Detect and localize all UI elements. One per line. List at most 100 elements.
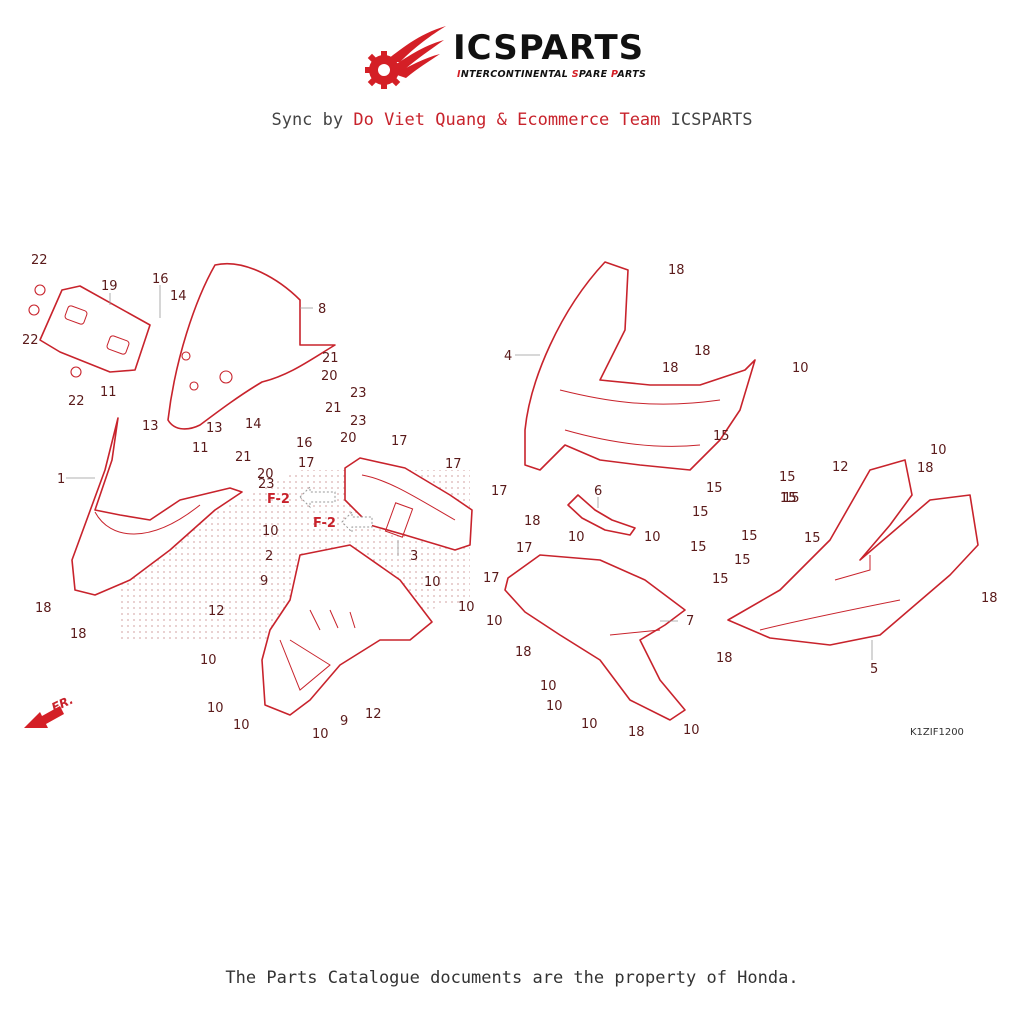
part-1-left-cowl[interactable] — [71, 417, 243, 596]
tagline-segment: ARTS — [617, 69, 647, 80]
callout-15: 15 — [692, 505, 709, 520]
part-5-right-cowl[interactable] — [727, 459, 979, 646]
callout-17: 17 — [298, 456, 315, 471]
callout-12: 12 — [365, 707, 382, 722]
callout-6: 6 — [594, 484, 602, 499]
callout-18: 18 — [917, 461, 934, 476]
callout-22: 22 — [68, 394, 85, 409]
callout-12: 12 — [832, 460, 849, 475]
callout-17: 17 — [445, 457, 462, 472]
callout-21: 21 — [322, 351, 339, 366]
sync-credit: Sync by Do Viet Quang & Ecommerce Team I… — [0, 110, 1024, 130]
callout-9: 9 — [340, 714, 348, 729]
callout-4: 4 — [504, 349, 512, 364]
callout-10: 10 — [930, 443, 947, 458]
callout-14: 14 — [245, 417, 262, 432]
callout-23: 23 — [258, 477, 275, 492]
callout-23: 23 — [350, 386, 367, 401]
callout-18: 18 — [716, 651, 733, 666]
tagline-segment: S — [571, 69, 579, 80]
tagline-segment: I — [457, 69, 461, 80]
callout-20: 20 — [321, 369, 338, 384]
callout-18: 18 — [524, 514, 541, 529]
part-2-lower-cowl[interactable] — [261, 544, 433, 716]
callout-18: 18 — [694, 344, 711, 359]
callout-10: 10 — [312, 727, 329, 742]
callout-15: 15 — [713, 429, 730, 444]
callout-10: 10 — [207, 701, 224, 716]
callout-15: 15 — [712, 572, 729, 587]
callout-15: 15 — [706, 481, 723, 496]
callout-19: 19 — [101, 279, 118, 294]
callout-17: 17 — [516, 541, 533, 556]
callout-13: 13 — [206, 421, 223, 436]
callout-10: 10 — [683, 723, 700, 738]
callout-8: 8 — [318, 302, 326, 317]
part-7-center-cowl[interactable] — [504, 554, 686, 721]
callout-15: 15 — [741, 529, 758, 544]
callout-10: 10 — [540, 679, 557, 694]
footer-notice: The Parts Catalogue documents are the pr… — [225, 968, 799, 988]
callout-7: 7 — [686, 614, 694, 629]
callout-2: 2 — [265, 549, 273, 564]
callout-18: 18 — [70, 627, 87, 642]
callout-18: 18 — [628, 725, 645, 740]
callout-10: 10 — [792, 361, 809, 376]
callout-10: 10 — [581, 717, 598, 732]
callout-10: 10 — [568, 530, 585, 545]
sync-suffix: ICSPARTS — [660, 110, 753, 130]
callout-14: 14 — [170, 289, 187, 304]
callout-22: 22 — [22, 333, 39, 348]
callout-9: 9 — [260, 574, 268, 589]
callout-13: 13 — [142, 419, 159, 434]
callout-10: 10 — [458, 600, 475, 615]
leader-lines — [66, 285, 873, 660]
sync-author: Do Viet Quang & Ecommerce Team — [353, 110, 661, 130]
sync-prefix: Sync by — [271, 110, 354, 130]
diagram-code: K1ZIF1200 — [910, 727, 964, 738]
part-19-bracket[interactable] — [28, 284, 151, 378]
f2-ref-2: F-2 — [313, 516, 336, 531]
callout-15: 15 — [779, 470, 796, 485]
callout-21: 21 — [235, 450, 252, 465]
callout-10: 10 — [644, 530, 661, 545]
callout-18: 18 — [662, 361, 679, 376]
callout-15: 15 — [780, 491, 797, 506]
callout-10: 10 — [424, 575, 441, 590]
callout-23: 23 — [350, 414, 367, 429]
callout-10: 10 — [233, 718, 250, 733]
callout-17: 17 — [391, 434, 408, 449]
callout-18: 18 — [981, 591, 998, 606]
callout-17: 17 — [483, 571, 500, 586]
front-direction-arrow: FR. — [24, 693, 75, 728]
part-8-windscreen[interactable] — [167, 262, 336, 430]
callout-16: 16 — [296, 436, 313, 451]
icsparts-logo-icon — [365, 26, 446, 89]
callout-11: 11 — [192, 441, 209, 456]
header: ICSPARTS INTERCONTINENTAL SPARE PARTS Sy… — [0, 0, 1024, 140]
callout-22: 22 — [31, 253, 48, 268]
part-4-front-cowl[interactable] — [524, 261, 756, 471]
f2-ref-1: F-2 — [267, 492, 290, 507]
callout-15: 15 — [783, 491, 800, 506]
f2-reference-arrows: F-2 F-2 — [267, 485, 373, 534]
callout-10: 10 — [546, 699, 563, 714]
brand-tagline: INTERCONTINENTAL SPARE PARTS — [457, 69, 646, 80]
tagline-segment: PARE — [578, 69, 611, 80]
callout-18: 18 — [515, 645, 532, 660]
callout-1: 1 — [57, 472, 65, 487]
callout-5: 5 — [870, 662, 878, 677]
callout-3: 3 — [410, 549, 418, 564]
brand-name: ICSPARTS — [453, 28, 645, 68]
tagline-segment: P — [610, 69, 618, 80]
callout-12: 12 — [208, 604, 225, 619]
callout-18: 18 — [668, 263, 685, 278]
part-6-bracket[interactable] — [567, 494, 636, 536]
callout-15: 15 — [804, 531, 821, 546]
callout-17: 17 — [491, 484, 508, 499]
callout-18: 18 — [35, 601, 52, 616]
callout-10: 10 — [486, 614, 503, 629]
